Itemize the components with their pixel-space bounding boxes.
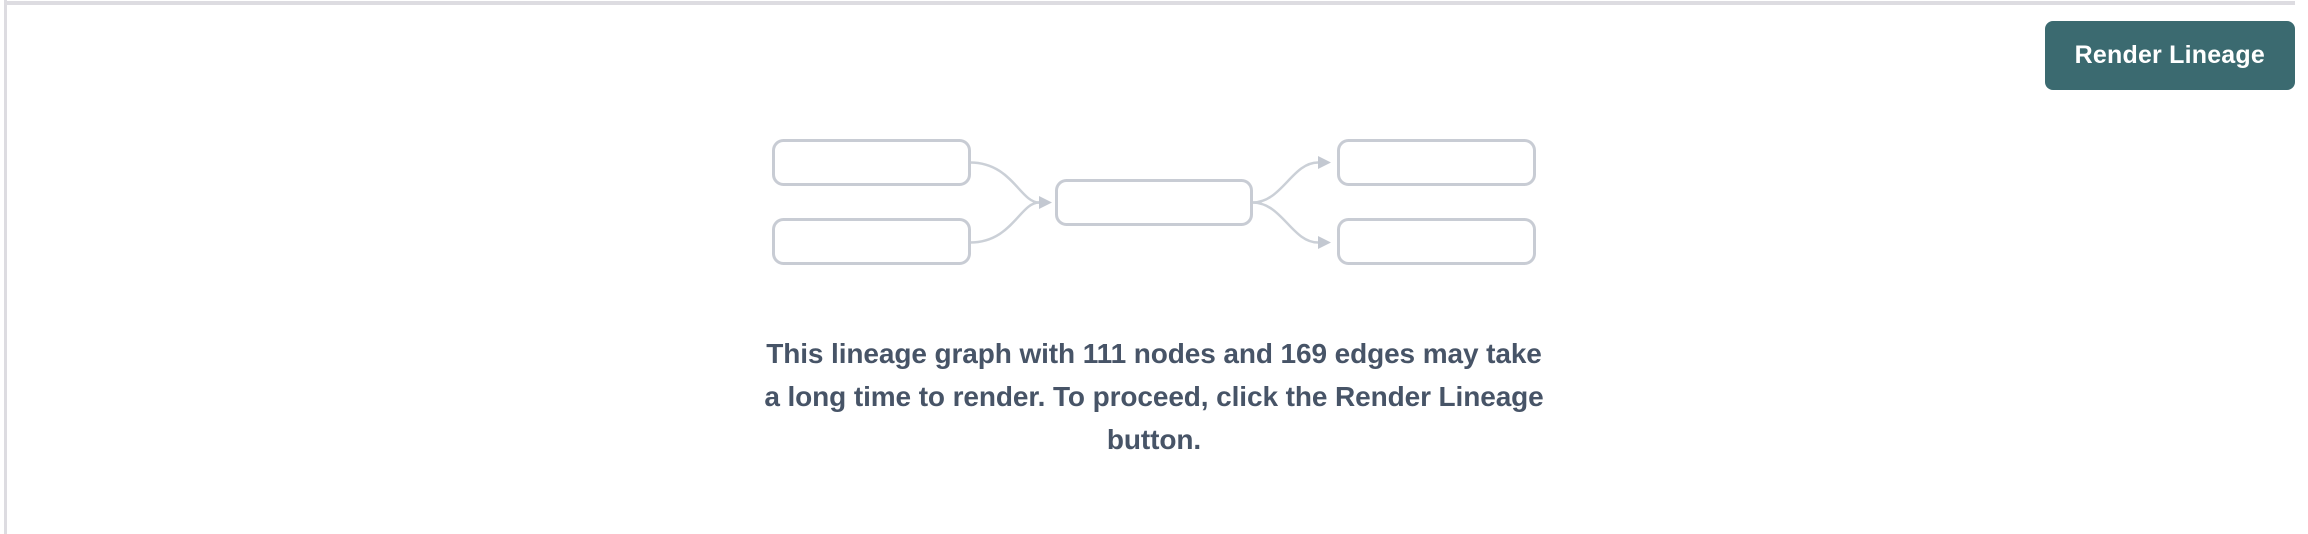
lineage-warning-line: button. [1106,424,1202,455]
lineage-warning-line: a long time to render. To proceed, click… [764,381,1544,412]
arrowhead-into-bottom-right-icon [1318,236,1331,249]
downstream-node-top [1337,139,1536,186]
upstream-node-bottom [772,218,971,265]
edge-downstream-top [1252,161,1319,204]
lineage-warning-message: This lineage graph with 111 nodes and 16… [764,332,1543,461]
middle-node [1055,179,1253,226]
edge-upstream-bottom [969,201,1040,244]
panel-left-border [4,0,7,534]
arrowhead-into-middle-icon [1039,196,1052,209]
edge-downstream-bottom [1252,201,1319,244]
render-lineage-button[interactable]: Render Lineage [2044,21,2295,90]
edge-upstream-top [969,161,1040,204]
lineage-empty-state: This lineage graph with 111 nodes and 16… [764,139,1544,461]
downstream-node-bottom [1337,218,1536,265]
panel-top-border [4,1,2295,5]
arrowhead-into-top-right-icon [1318,156,1331,169]
lineage-placeholder-graphic [772,139,1536,265]
lineage-warning-line: This lineage graph with 111 nodes and 16… [766,338,1542,369]
upstream-node-top [772,139,971,186]
